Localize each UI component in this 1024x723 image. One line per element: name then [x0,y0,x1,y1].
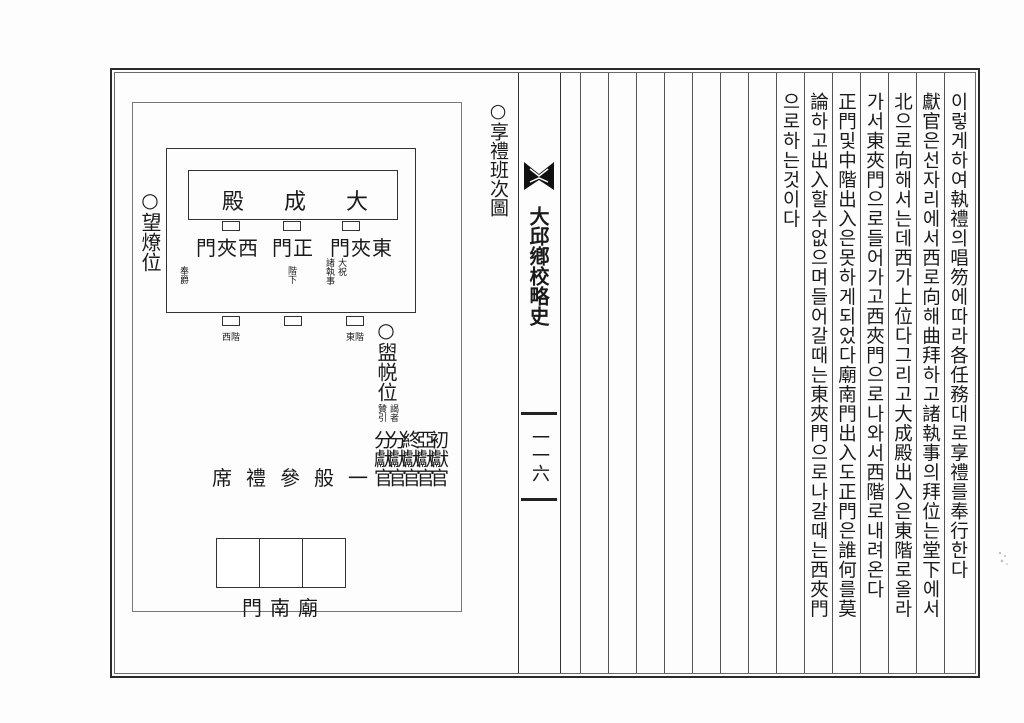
body-text-column-5: 正門및中階出入은못하게되었다廟南門出入도正門은誰何를莫 [835,92,857,619]
column-rule [636,73,637,673]
step-marker-west [222,316,240,326]
label-dazhu: 大祝 [336,258,346,276]
column-rule [580,73,581,673]
page-frame-inner [114,72,976,674]
label-west-small: 奉爵 [178,266,188,284]
step-marker-east [346,316,364,326]
label-east-step: 東階 [346,333,365,343]
column-rule [860,73,861,673]
column-rule [692,73,693,673]
page-frame [110,68,980,678]
door-marker [222,221,240,231]
officer-final-offerer: 終獻官 [399,430,421,487]
diagram-heading: ○享禮班次圖 [487,100,509,217]
hall-outline [166,148,416,313]
gate-east: 東夾門 [330,236,393,260]
gate-door-right [302,538,346,588]
ablution-note-1: 謁者 [388,404,398,422]
officer-divided-offerer: 分獻官 [371,430,393,487]
column-rule [804,73,805,673]
column-rule [748,73,749,673]
body-text-column-1: 이렇게하여執禮의唱笏에따라各任務대로享禮를奉行한다 [947,92,969,580]
ablution-note-2: 贊引 [376,404,386,422]
door-marker [342,221,360,231]
body-text-column-7: 으로하는것이다 [779,92,801,229]
officer-first-offerer: 初獻官 [427,430,449,487]
gate-center: 正門 [272,236,314,260]
officer-second-offerer: 亞獻官 [413,430,435,487]
spine-rule-left [518,73,519,673]
column-rule [664,73,665,673]
fish-tail-ornament-icon [524,162,554,190]
burning-watch-position: ○望燎位 [138,188,162,272]
scan-speck-icon [998,551,1008,565]
spine-divider-bottom [521,498,557,501]
gate-door-center [259,538,303,588]
label-zhushi: 諸執事 [324,258,334,285]
temple-gate-char: 廟 [298,596,318,620]
body-text-column-2: 獻官은선자리에서西로向해曲拜하고諸執事의拜位는堂下에서 [919,92,941,619]
temple-gate-char: 南 [270,596,290,620]
gate-door-left [216,538,260,588]
hall-name-char: 殿 [222,190,245,215]
body-text-column-4: 가서東夾門으로들어가고西夾門으로나와서西階로내려온다 [863,92,885,599]
hall-name-char: 大 [346,190,369,215]
column-rule [776,73,777,673]
column-rule [916,73,917,673]
body-text-column-6: 論하고出入할수없으며들어갈때는東夾門으로나갈때는西夾門 [807,92,829,619]
step-marker-center [284,316,302,326]
column-rule [888,73,889,673]
column-rule [832,73,833,673]
column-rule [720,73,721,673]
hall-name-box [188,170,398,220]
spine-rule-right [560,73,561,673]
general-participant-seats: 一般參禮席 [212,466,382,490]
label-center-small: 階下 [286,266,296,284]
body-text-column-3: 北으로向해서는데西가上位다그리고大成殿出入은東階로올라 [891,92,913,619]
column-rule [944,73,945,673]
hall-name-char: 成 [284,190,307,215]
officer-divided-offerer: 分獻官 [385,430,407,487]
book-title: 大邱鄕校略史 [526,206,550,326]
temple-gate-char: 門 [242,596,262,620]
page-number: 一一六 [529,428,550,482]
gate-west: 西夾門 [196,236,259,260]
door-marker [283,221,301,231]
spine-divider-top [521,412,557,415]
ablution-position: ○盥帨位 [374,318,398,402]
column-rule [608,73,609,673]
label-west-step: 西階 [222,333,241,343]
diagram-frame [132,102,462,612]
